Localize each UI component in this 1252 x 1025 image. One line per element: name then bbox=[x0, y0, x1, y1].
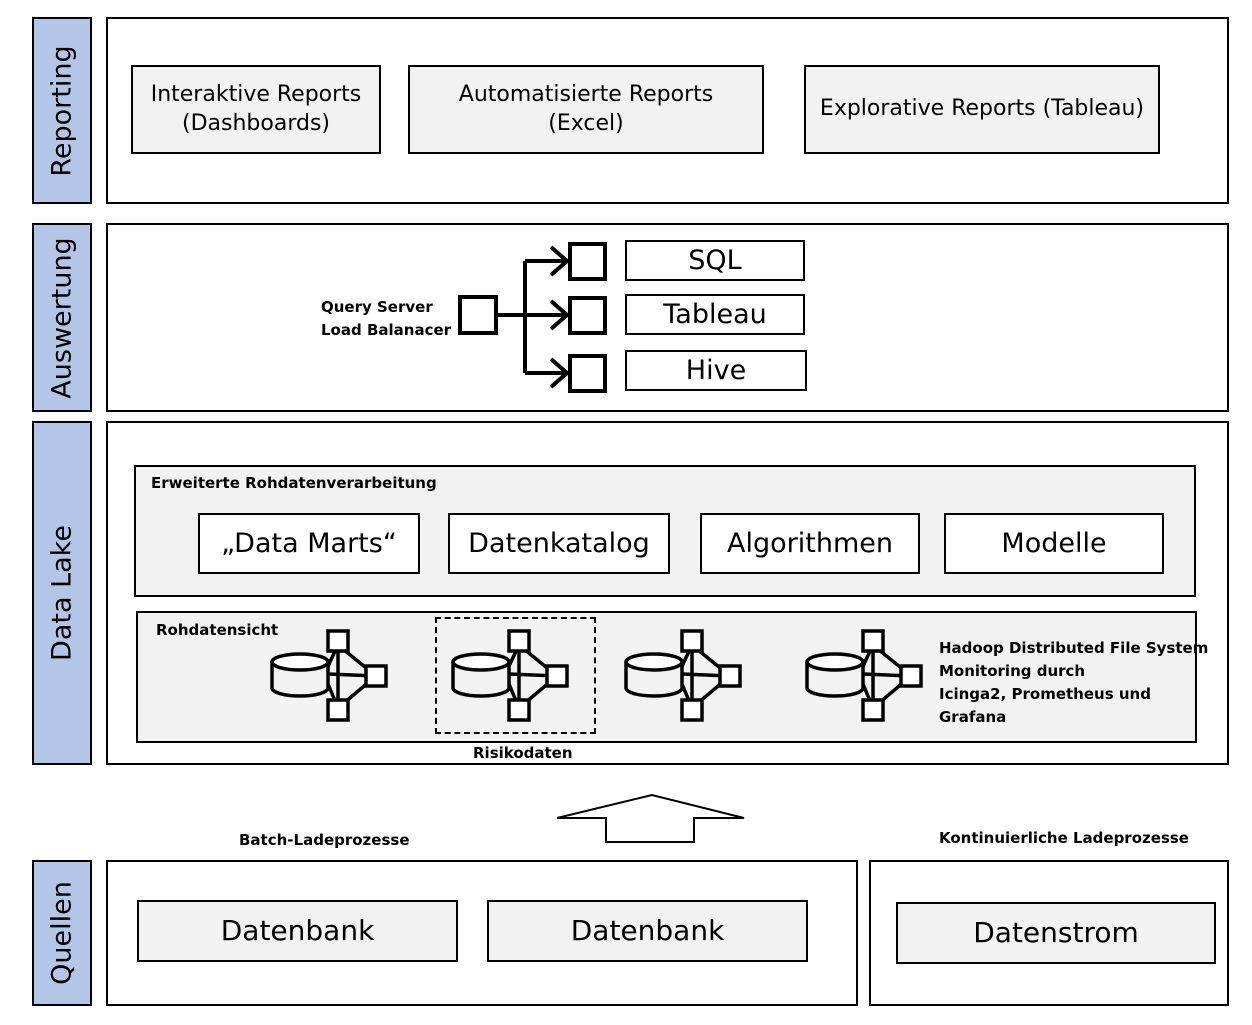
data-marts-box: „Data Marts“ bbox=[198, 513, 420, 574]
datenbank-label-2: Datenbank bbox=[570, 913, 725, 947]
layer-label-auswertung: Auswertung bbox=[46, 236, 78, 399]
layer-tab-auswertung: Auswertung bbox=[32, 223, 92, 412]
rohdatensicht-title: Rohdatensicht bbox=[156, 621, 279, 639]
batch-ladeprozesse-label: Batch-Ladeprozesse bbox=[239, 831, 410, 849]
automatisierte-reports-line1: Automatisierte Reports bbox=[458, 81, 714, 107]
hdfs-line-4: Grafana bbox=[939, 708, 1007, 726]
modelle-label: Modelle bbox=[1001, 528, 1107, 559]
query-server-line1: Query Server bbox=[321, 298, 433, 316]
explorative-reports-box: Explorative Reports (Tableau) bbox=[804, 65, 1160, 154]
storage-network-icon-3 bbox=[624, 629, 742, 722]
layer-label-quellen: Quellen bbox=[46, 881, 78, 985]
tableau-node-icon bbox=[568, 296, 607, 335]
hdfs-line-2: Monitoring durch bbox=[939, 662, 1086, 680]
datenkatalog-box: Datenkatalog bbox=[448, 513, 670, 574]
datenbank-box-1: Datenbank bbox=[137, 900, 458, 962]
hdfs-line-1: Hadoop Distributed File System bbox=[939, 639, 1209, 657]
rohdatensicht-panel bbox=[136, 611, 1197, 743]
datenbank-box-2: Datenbank bbox=[487, 900, 808, 962]
hdfs-line-3: Icinga2, Prometheus und bbox=[939, 685, 1151, 703]
ingest-up-arrow-icon bbox=[556, 793, 745, 843]
query-routing-diagram bbox=[458, 242, 607, 393]
hive-target-label: Hive bbox=[685, 355, 747, 386]
sql-node-icon bbox=[568, 242, 607, 281]
sql-target-box: SQL bbox=[625, 240, 805, 281]
layer-tab-data-lake: Data Lake bbox=[32, 421, 92, 765]
datenstrom-box: Datenstrom bbox=[896, 902, 1216, 964]
interaktive-reports-box: Interaktive Reports (Dashboards) bbox=[131, 65, 381, 154]
modelle-box: Modelle bbox=[944, 513, 1164, 574]
sql-target-label: SQL bbox=[688, 245, 742, 276]
layer-tab-reporting: Reporting bbox=[32, 17, 92, 204]
interaktive-reports-line2: (Dashboards) bbox=[182, 110, 330, 136]
automatisierte-reports-box: Automatisierte Reports (Excel) bbox=[408, 65, 764, 154]
load-balancer-node-icon bbox=[458, 295, 498, 335]
automatisierte-reports-line2: (Excel) bbox=[548, 110, 624, 136]
query-server-line2: Load Balanacer bbox=[321, 321, 452, 339]
datenkatalog-label: Datenkatalog bbox=[468, 528, 650, 559]
hive-node-icon bbox=[568, 354, 607, 393]
tableau-target-label: Tableau bbox=[663, 299, 767, 330]
kontinuierliche-ladeprozesse-label: Kontinuierliche Ladeprozesse bbox=[939, 829, 1189, 847]
algorithmen-label: Algorithmen bbox=[727, 528, 893, 559]
storage-network-icon-4 bbox=[805, 629, 923, 722]
hdfs-monitoring-label: Hadoop Distributed File System Monitorin… bbox=[939, 637, 1208, 729]
storage-network-icon-2 bbox=[451, 629, 569, 722]
erweiterte-rohdatenverarbeitung-title: Erweiterte Rohdatenverarbeitung bbox=[151, 474, 437, 492]
risikodaten-frame bbox=[435, 617, 596, 734]
data-marts-label: „Data Marts“ bbox=[221, 528, 397, 559]
interaktive-reports-line1: Interaktive Reports bbox=[150, 81, 362, 107]
risikodaten-label: Risikodaten bbox=[473, 744, 573, 762]
explorative-reports-label: Explorative Reports (Tableau) bbox=[819, 96, 1145, 122]
algorithmen-box: Algorithmen bbox=[700, 513, 920, 574]
tableau-target-box: Tableau bbox=[625, 294, 805, 335]
storage-network-icon-1 bbox=[270, 629, 388, 722]
layer-tab-quellen: Quellen bbox=[32, 860, 92, 1006]
datenstrom-label: Datenstrom bbox=[973, 915, 1139, 949]
query-server-label: Query Server Load Balanacer bbox=[321, 296, 451, 342]
hive-target-box: Hive bbox=[625, 350, 807, 391]
layer-label-reporting: Reporting bbox=[46, 44, 78, 177]
layer-label-data-lake: Data Lake bbox=[46, 525, 78, 661]
datenbank-label-1: Datenbank bbox=[220, 913, 375, 947]
